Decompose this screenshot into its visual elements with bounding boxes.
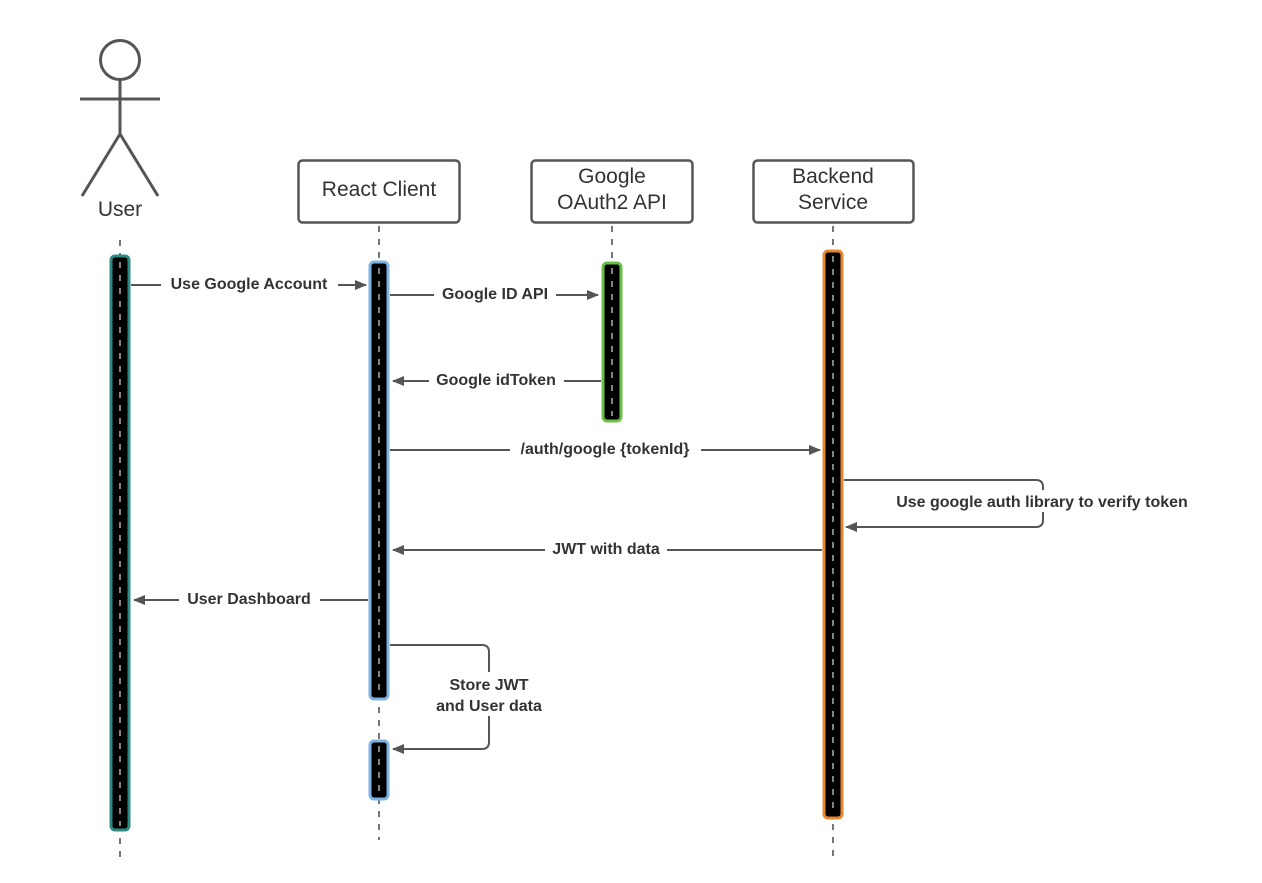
participant-google-oauth2-api: Google OAuth2 API: [530, 159, 694, 224]
message-label-background: [434, 283, 556, 305]
participant-label-line-2: Service: [798, 191, 868, 214]
participant-box: [752, 159, 915, 224]
message-label: JWT with data: [552, 541, 660, 558]
message-jwt-with-data: JWT with data: [392, 538, 822, 560]
react-activation-bar-2: [368, 739, 390, 801]
participant-box: [297, 159, 461, 224]
message-label: Use google auth library to verify token: [896, 494, 1188, 511]
message-label: User Dashboard: [187, 591, 311, 608]
message-label: /auth/google {tokenId}: [521, 441, 690, 458]
message-label-background: [545, 538, 667, 560]
message-verify-token-self: Use google auth library to verify token: [844, 479, 1207, 532]
message-label-background: [161, 272, 338, 294]
message-label-background: [429, 369, 564, 391]
message-user-dashboard: User Dashboard: [133, 587, 368, 609]
message-label-line-2: and User data: [436, 698, 542, 715]
participant-react-client: React Client: [297, 159, 461, 224]
user-stick-figure-icon: [80, 39, 160, 197]
message-label-line-1: Store JWT: [449, 677, 528, 694]
message-auth-google-tokenid: /auth/google {tokenId}: [390, 437, 821, 459]
message-label: Google idToken: [436, 372, 556, 389]
participant-label: React Client: [322, 178, 437, 201]
participant-backend-service: Backend Service: [752, 159, 915, 224]
message-label: Google ID API: [442, 286, 548, 303]
user-actor: User: [80, 39, 160, 221]
message-label-background: [427, 672, 551, 716]
message-label: Use Google Account: [171, 276, 328, 293]
message-use-google-account: Use Google Account: [131, 272, 367, 294]
google-activation-bar: [601, 261, 623, 423]
user-activation-bar: [109, 254, 131, 832]
user-actor-label: User: [98, 198, 142, 221]
message-label-background: [510, 437, 701, 459]
message-label-background: [879, 490, 1207, 512]
message-label-background: [179, 587, 320, 609]
participant-label-line-1: Backend: [792, 165, 874, 188]
message-store-jwt-self: Store JWT and User data: [390, 644, 551, 754]
message-google-id-api: Google ID API: [390, 283, 599, 305]
participant-box: [530, 159, 694, 224]
message-google-idtoken: Google idToken: [392, 369, 601, 391]
participant-label-line-1: Google: [578, 165, 646, 188]
participant-label-line-2: OAuth2 API: [557, 191, 667, 214]
